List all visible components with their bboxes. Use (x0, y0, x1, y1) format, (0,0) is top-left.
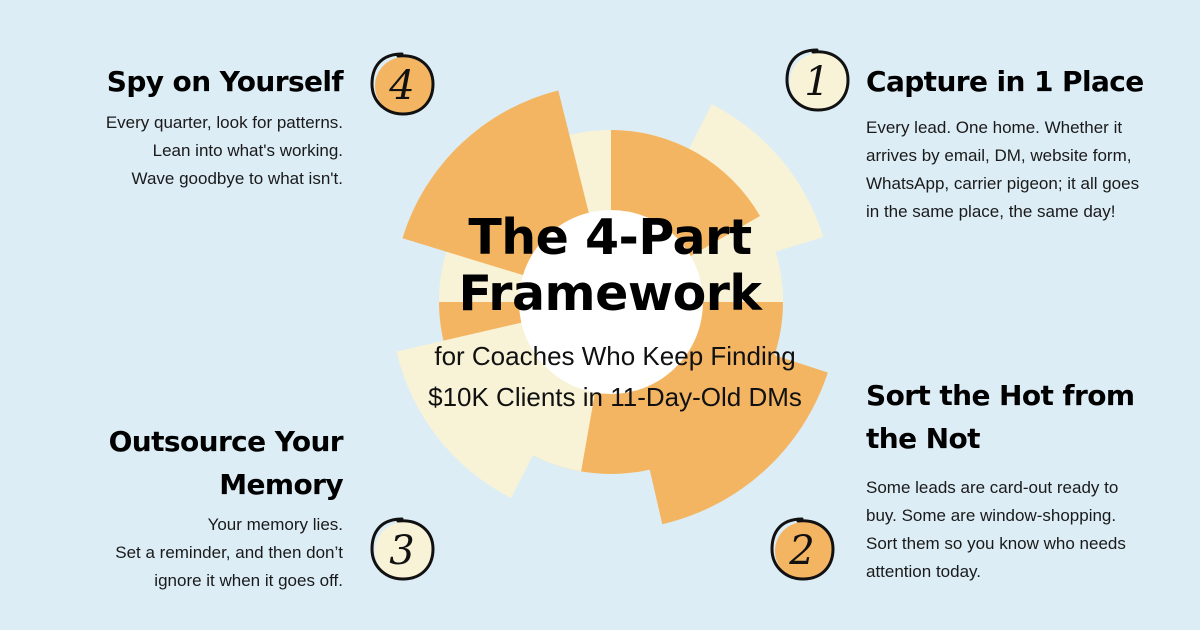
title-line-1: The 4-Part (468, 209, 752, 266)
step-3-number-badge: 3 (364, 511, 440, 587)
step-2-heading: Sort the Hot from the Not (866, 374, 1135, 460)
subtitle-line-2: $10K Clients in 11-Day-Old DMs (428, 382, 802, 412)
step-3-number: 3 (389, 528, 414, 574)
step-3-body-line: ignore it when it goes off. (154, 571, 343, 590)
step-2-body-line: Sort them so you know who needs (866, 534, 1126, 553)
step-1-body-line: in the same place, the same day! (866, 202, 1116, 221)
step-3-body-line: Your memory lies. (207, 515, 343, 534)
step-4-body-line: Wave goodbye to what isn't. (131, 169, 343, 188)
step-2-body-line: attention today. (866, 562, 981, 581)
step-4-number-badge: 4 (364, 46, 440, 122)
step-1-heading: Capture in 1 Place (866, 60, 1144, 103)
step-2-number: 2 (788, 528, 814, 574)
step-4-body: Every quarter, look for patterns. Lean i… (106, 109, 343, 193)
step-2-heading-line: Sort the Hot from (866, 379, 1135, 412)
hand-drawn-circle-icon: 1 (785, 48, 850, 112)
step-1-body: Every lead. One home. Whether it arrives… (866, 114, 1139, 226)
step-4-heading-line: Spy on Yourself (106, 65, 344, 98)
wheel-center (519, 210, 703, 394)
hand-drawn-circle-icon: 4 (370, 52, 435, 116)
step-1-heading-line: Capture in 1 Place (866, 65, 1144, 98)
step-2-number-badge: 2 (764, 511, 840, 587)
step-4-body-line: Every quarter, look for patterns. (105, 113, 343, 132)
step-2-body-line: Some leads are card-out ready to (866, 478, 1119, 497)
step-2-body: Some leads are card-out ready to buy. So… (866, 474, 1126, 586)
page-title: The 4-Part Framework (395, 210, 825, 322)
step-4-body-line: Lean into what's working. (152, 141, 343, 160)
title-line-2: Framework (458, 265, 762, 322)
step-3-heading: Outsource Your Memory (108, 420, 344, 506)
step-3-heading-line: Outsource Your (108, 425, 344, 458)
step-2-heading-line: the Not (866, 422, 981, 455)
step-4-heading: Spy on Yourself (106, 60, 344, 103)
step-3-body-line: Set a reminder, and then don’t (115, 543, 343, 562)
page-subtitle: for Coaches Who Keep Finding $10K Client… (395, 336, 835, 418)
step-2-body-line: buy. Some are window-shopping. (866, 506, 1117, 525)
step-3-body: Your memory lies. Set a reminder, and th… (115, 511, 343, 595)
step-1-body-line: Every lead. One home. Whether it (866, 118, 1123, 137)
step-1-number-badge: 1 (779, 42, 855, 118)
step-4-number: 4 (388, 63, 414, 109)
step-3-heading-line: Memory (219, 468, 343, 501)
subtitle-line-1: for Coaches Who Keep Finding (434, 341, 796, 371)
hand-drawn-circle-icon: 2 (770, 517, 835, 581)
step-1-number: 1 (804, 59, 829, 105)
step-1-body-line: WhatsApp, carrier pigeon; it all goes (866, 174, 1140, 193)
hand-drawn-circle-icon: 3 (370, 517, 435, 581)
step-1-body-line: arrives by email, DM, website form, (866, 146, 1132, 165)
